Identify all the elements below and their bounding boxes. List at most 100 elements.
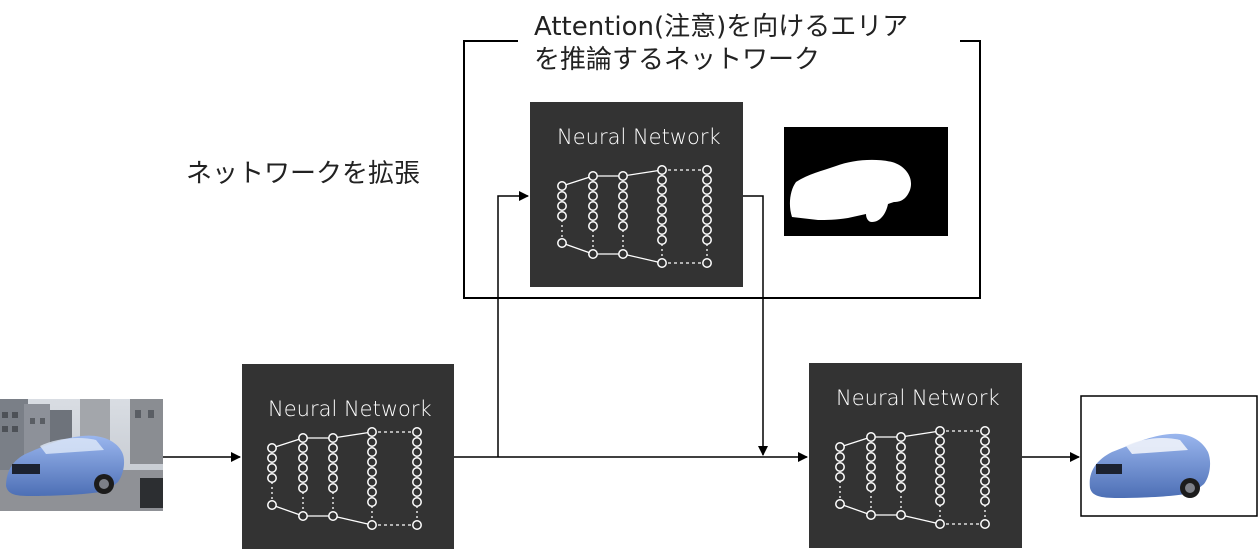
nn-node [267,500,277,510]
nn-node [935,456,945,466]
nn-node [657,175,667,185]
nn-node [896,482,906,492]
nn-node [657,195,667,205]
nn-node [412,520,422,530]
nn-node [896,510,906,520]
nn-node [835,442,845,452]
nn-node [866,482,876,492]
nn-node [935,426,945,436]
nn-edge [561,242,594,255]
nn-node [702,235,712,245]
nn-node [618,181,628,191]
nn-node [702,195,712,205]
nn-node [367,520,377,530]
nn-node [980,486,990,496]
nn-node [588,201,598,211]
nn-node [896,472,906,482]
nn-node [367,437,377,447]
input-network-graph [267,427,422,530]
nn-edge [561,175,594,187]
nn-node [557,211,567,221]
nn-edge [622,169,663,177]
nn-node [980,426,990,436]
nn-node [267,443,277,453]
nn-node [896,442,906,452]
nn-node [618,211,628,221]
nn-node [657,165,667,175]
attention-label-line1: Attention(注意)を向けるエリア [534,12,908,42]
nn-node [866,432,876,442]
attention-network-graph [557,165,712,268]
nn-node [367,477,377,487]
nn-node [298,443,308,453]
expand-label: ネットワークを拡張 [186,159,420,189]
nn-node [657,225,667,235]
nn-node [298,473,308,483]
nn-node [980,446,990,456]
nn-node [557,238,567,248]
nn-node [935,486,945,496]
nn-node [702,225,712,235]
nn-node [657,235,667,245]
nn-edge [271,437,304,449]
nn-node [980,466,990,476]
nn-node [935,446,945,456]
nn-node [702,185,712,195]
nn-node [412,467,422,477]
nn-node [835,472,845,482]
nn-node [618,221,628,231]
nn-edge [622,253,663,264]
nn-node [935,436,945,446]
nn-edge [839,503,872,516]
attention-frame [463,40,981,299]
nn-node [866,472,876,482]
nn-node [702,258,712,268]
output-network-title: Neural Network [836,386,1000,410]
nn-node [412,457,422,467]
nn-node [618,191,628,201]
nn-edge [900,514,941,525]
nn-node [298,453,308,463]
attention-mask-image [784,127,948,236]
nn-node [367,487,377,497]
nn-node [866,442,876,452]
nn-node [980,436,990,446]
nn-node [412,427,422,437]
nn-node [328,511,338,521]
nn-node [588,181,598,191]
nn-node [588,191,598,201]
nn-node [267,453,277,463]
input-network: Neural Network [242,364,454,549]
nn-node [367,497,377,507]
nn-node [328,473,338,483]
nn-node [298,463,308,473]
input-network-title: Neural Network [268,397,432,421]
nn-node [702,215,712,225]
nn-edge [332,431,373,439]
nn-edge [332,515,373,526]
nn-node [412,447,422,457]
nn-node [367,457,377,467]
attention-label-line2: を推論するネットワーク [534,45,820,75]
nn-node [896,462,906,472]
nn-node [835,452,845,462]
nn-edge [271,504,304,517]
nn-node [835,499,845,509]
nn-node [866,462,876,472]
nn-node [935,476,945,486]
nn-node [935,466,945,476]
nn-edge [839,436,872,448]
nn-node [835,462,845,472]
nn-node [267,473,277,483]
nn-node [557,191,567,201]
nn-node [657,185,667,195]
nn-node [412,497,422,507]
nn-node [980,496,990,506]
nn-node [657,258,667,268]
nn-node [557,181,567,191]
nn-node [980,519,990,529]
nn-node [657,215,667,225]
nn-node [328,483,338,493]
nn-node [702,165,712,175]
